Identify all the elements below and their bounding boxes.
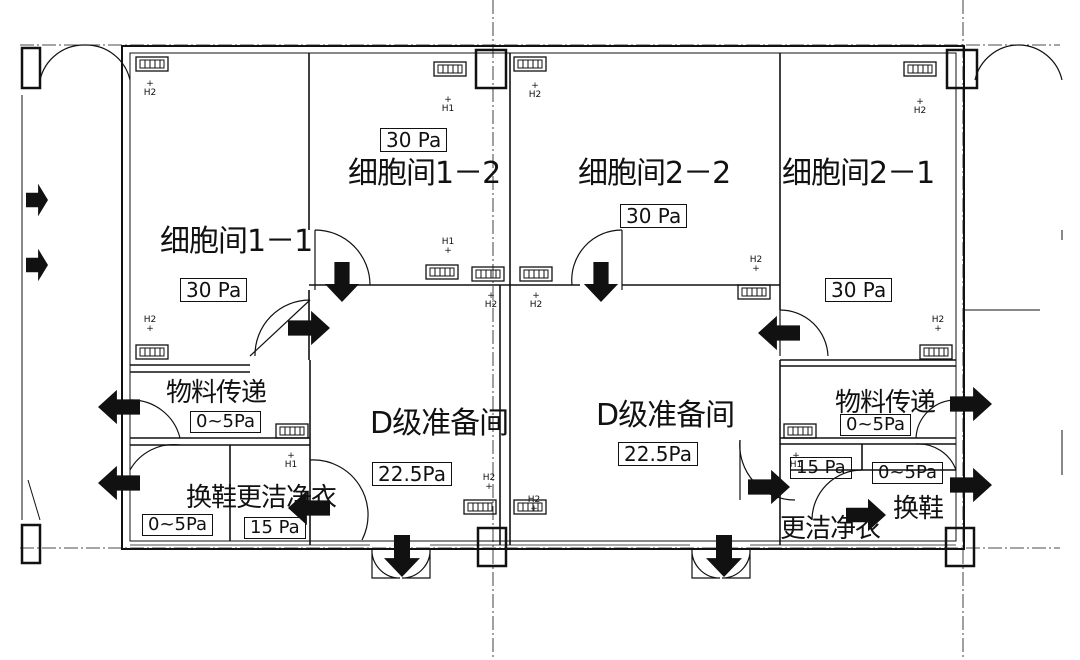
room-label-prep-left: D级准备间 bbox=[370, 406, 509, 441]
arrow-right-icon bbox=[26, 183, 48, 217]
pressure-cell-2-1: 30 Pa bbox=[825, 278, 893, 302]
pressure-cell-1-2: 30 Pa bbox=[380, 128, 448, 152]
vent-marker-h2: H2+ bbox=[749, 255, 763, 274]
room-label-cell-1-1: 细胞间1－1 bbox=[160, 224, 313, 259]
room-label-clean-right: 更洁净衣 bbox=[780, 514, 881, 544]
vent-marker-h2: H2+ bbox=[143, 315, 157, 334]
partition-walls bbox=[130, 53, 956, 545]
arrow-down-icon bbox=[324, 262, 360, 302]
pressure-cell-1-1: 30 Pa bbox=[180, 278, 248, 302]
vent-marker-h2: +H2 bbox=[484, 291, 498, 310]
pressure-prep-right: 22.5Pa bbox=[618, 442, 698, 466]
vent-marker-h2: +H2 bbox=[143, 79, 157, 98]
arrow-right-icon bbox=[26, 248, 48, 282]
arrow-down-icon bbox=[583, 262, 619, 302]
pressure-clean-left: 15 Pa bbox=[244, 517, 306, 539]
arrow-left-icon bbox=[98, 389, 140, 425]
vent-marker-h2: +H2 bbox=[913, 97, 927, 116]
pressure-prep-left: 22.5Pa bbox=[372, 462, 452, 486]
vent-marker-h1: +H1 bbox=[284, 451, 298, 470]
pressure-transfer-right: 0~5Pa bbox=[840, 414, 912, 436]
pressure-shoe-right: 0~5Pa bbox=[872, 462, 944, 484]
columns bbox=[20, 46, 979, 568]
vent-marker-h2: +H2 bbox=[528, 81, 542, 100]
exterior-lines bbox=[21, 95, 1063, 521]
pressure-shoe-left: 0~5Pa bbox=[142, 514, 214, 536]
arrow-left-icon bbox=[98, 465, 140, 501]
room-label-cell-1-2: 细胞间1－2 bbox=[348, 156, 501, 191]
room-label-prep-right: D级准备间 bbox=[596, 398, 735, 433]
vent-marker-h2: H2+ bbox=[527, 495, 541, 514]
vent-marker-h2: H2+ bbox=[482, 473, 496, 492]
room-label-transfer-right: 物料传递 bbox=[835, 388, 936, 418]
vent-marker-h1: +H1 bbox=[789, 451, 803, 470]
vent-marker-h2: +H2 bbox=[529, 291, 543, 310]
vent-marker-h1: +H1 bbox=[441, 95, 455, 114]
vent-marker-h1: H1+ bbox=[441, 237, 455, 256]
outer-walls bbox=[121, 45, 965, 550]
door-swings bbox=[39, 44, 1063, 579]
room-label-transfer-left: 物料传递 bbox=[166, 378, 267, 408]
vent-marker-h2: H2+ bbox=[931, 315, 945, 334]
room-label-shoe-right: 换鞋 bbox=[893, 494, 944, 524]
room-label-cell-2-1: 细胞间2－1 bbox=[782, 156, 935, 191]
pressure-transfer-left: 0~5Pa bbox=[190, 411, 262, 433]
room-label-cell-2-2: 细胞间2－2 bbox=[578, 156, 731, 191]
arrow-left-icon bbox=[758, 315, 800, 351]
pressure-cell-2-2: 30 Pa bbox=[620, 204, 688, 228]
pressure-clean-right: 15 Pa bbox=[790, 457, 852, 479]
room-label-shoe-clean-left: 换鞋更洁净衣 bbox=[186, 483, 337, 513]
